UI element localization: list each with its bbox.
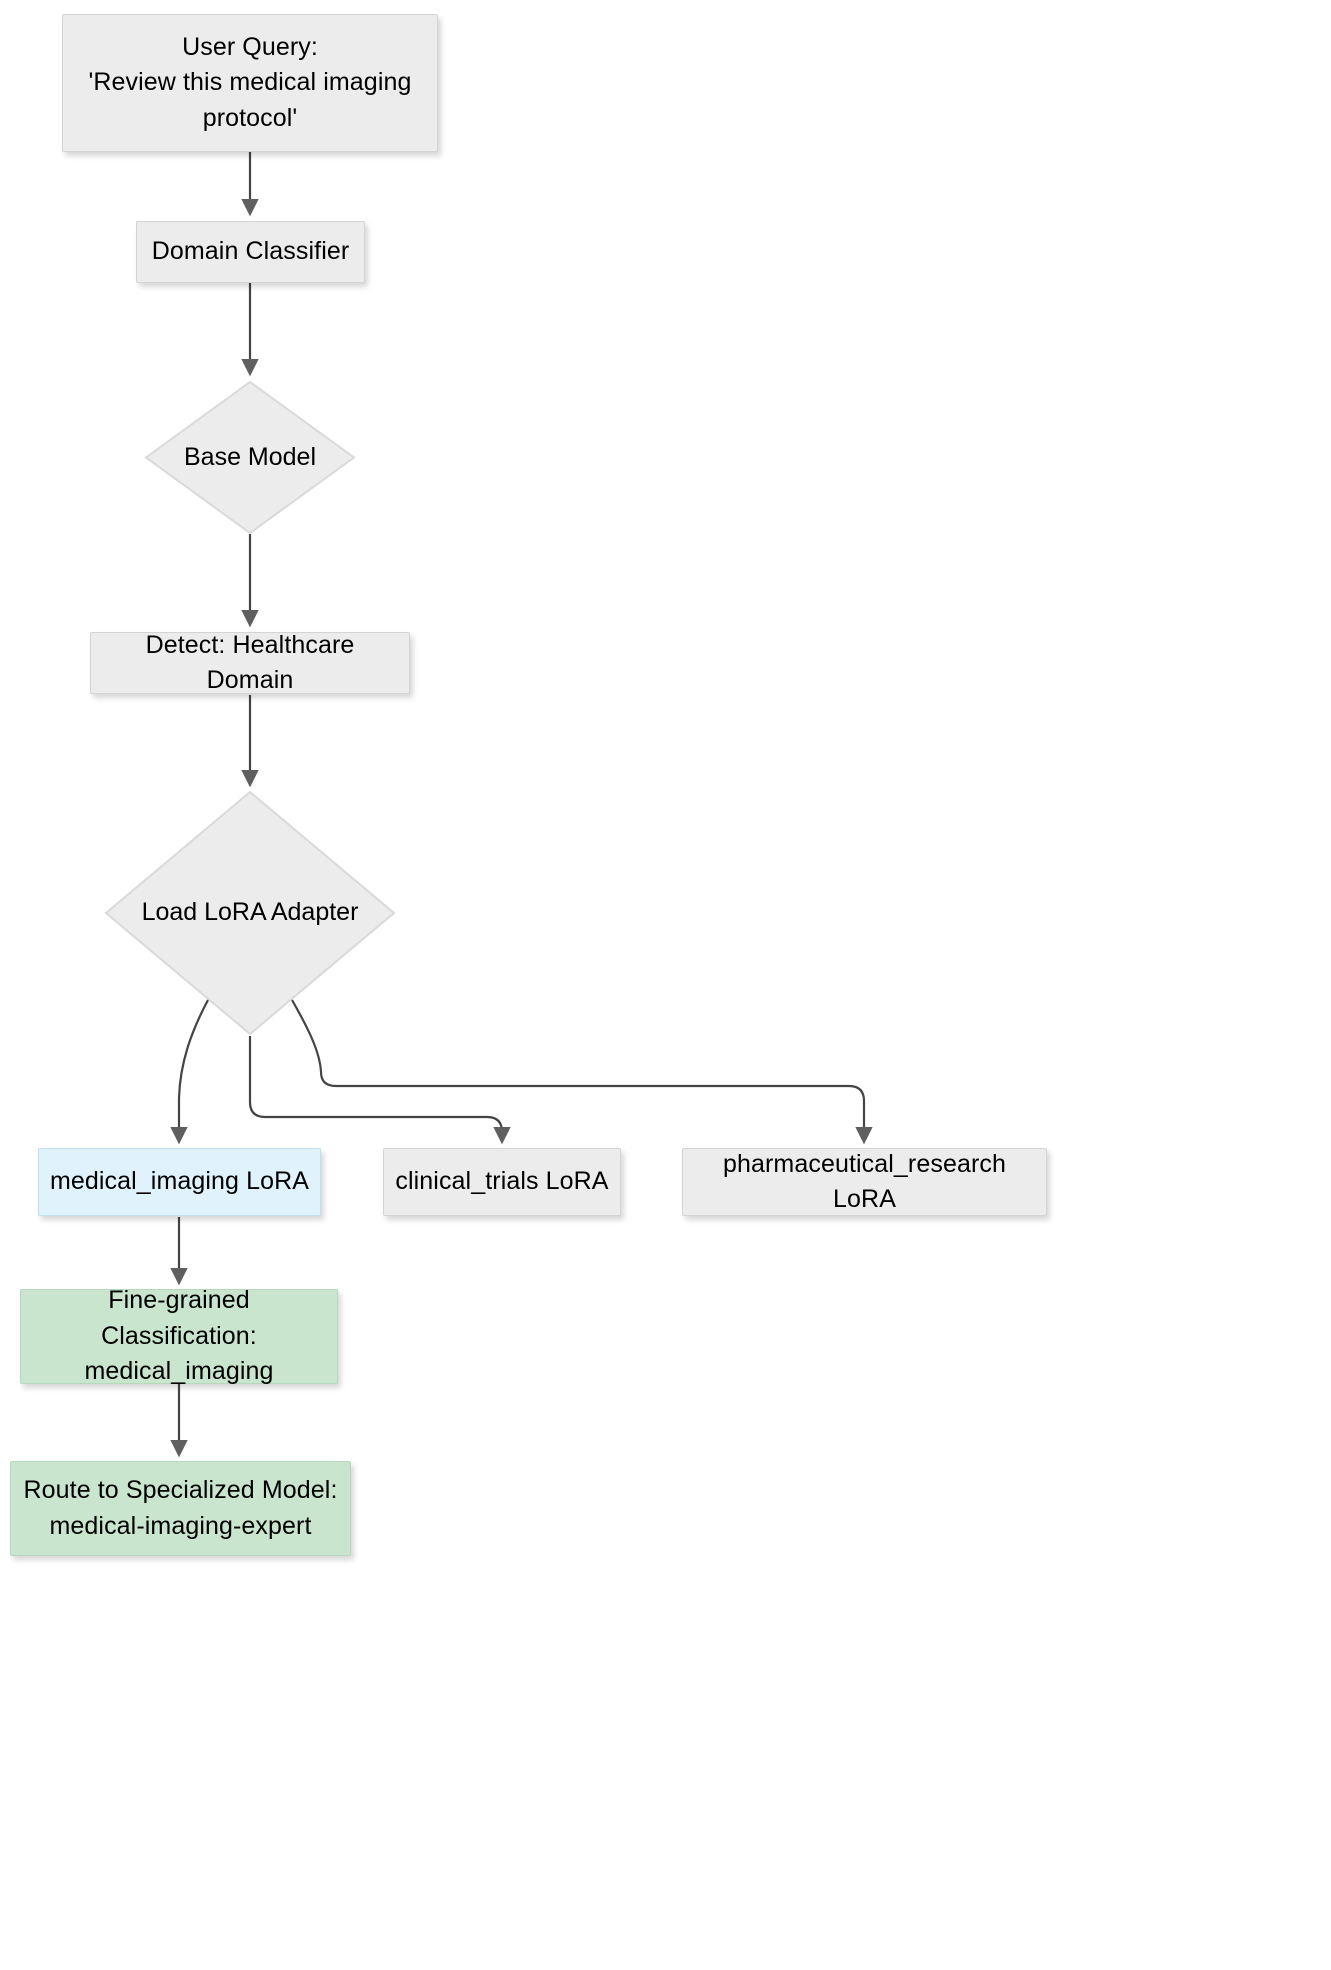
node-medical-imaging-lora[interactable]: medical_imaging LoRA: [38, 1148, 321, 1216]
node-domain-classifier[interactable]: Domain Classifier: [136, 221, 365, 283]
node-fine-grained-classification[interactable]: Fine-grained Classification: medical_ima…: [20, 1286, 338, 1385]
edge-load-lora-adapter-to-clinical-trials-lora: [248, 1036, 511, 1145]
node-domain-classifier-label: Domain Classifier: [151, 237, 350, 266]
node-user-query[interactable]: User Query: 'Review this medical imaging…: [62, 14, 438, 152]
node-clinical-trials-lora-label: clinical_trials LoRA: [395, 1167, 609, 1196]
node-route-to-specialized-model-label: Route to Specialized Model: medical-imag…: [23, 1476, 338, 1540]
node-pharmaceutical-research-lora-label: pharmaceutical_research LoRA: [722, 1149, 1006, 1214]
base-model-diamond-shape: [144, 380, 356, 535]
node-detect-healthcare-domain[interactable]: Detect: Healthcare Domain: [90, 631, 410, 694]
node-fine-grained-classification-label: Fine-grained Classification: medical_ima…: [84, 1286, 274, 1386]
node-load-lora-adapter[interactable]: Load LoRA Adapter: [104, 790, 396, 1036]
node-clinical-trials-lora[interactable]: clinical_trials LoRA: [383, 1148, 621, 1216]
node-base-model[interactable]: Base Model: [144, 380, 356, 535]
node-user-query-label: User Query: 'Review this medical imaging…: [88, 32, 412, 132]
node-route-to-specialized-model[interactable]: Route to Specialized Model: medical-imag…: [10, 1461, 351, 1556]
node-base-model-label: Base Model: [183, 442, 317, 471]
node-detect-healthcare-domain-label: Detect: Healthcare Domain: [145, 630, 355, 695]
load-lora-adapter-diamond-shape: [104, 790, 396, 1036]
node-medical-imaging-lora-label: medical_imaging LoRA: [49, 1167, 310, 1196]
node-load-lora-adapter-label: Load LoRA Adapter: [141, 898, 359, 927]
node-pharmaceutical-research-lora[interactable]: pharmaceutical_research LoRA: [682, 1148, 1047, 1216]
